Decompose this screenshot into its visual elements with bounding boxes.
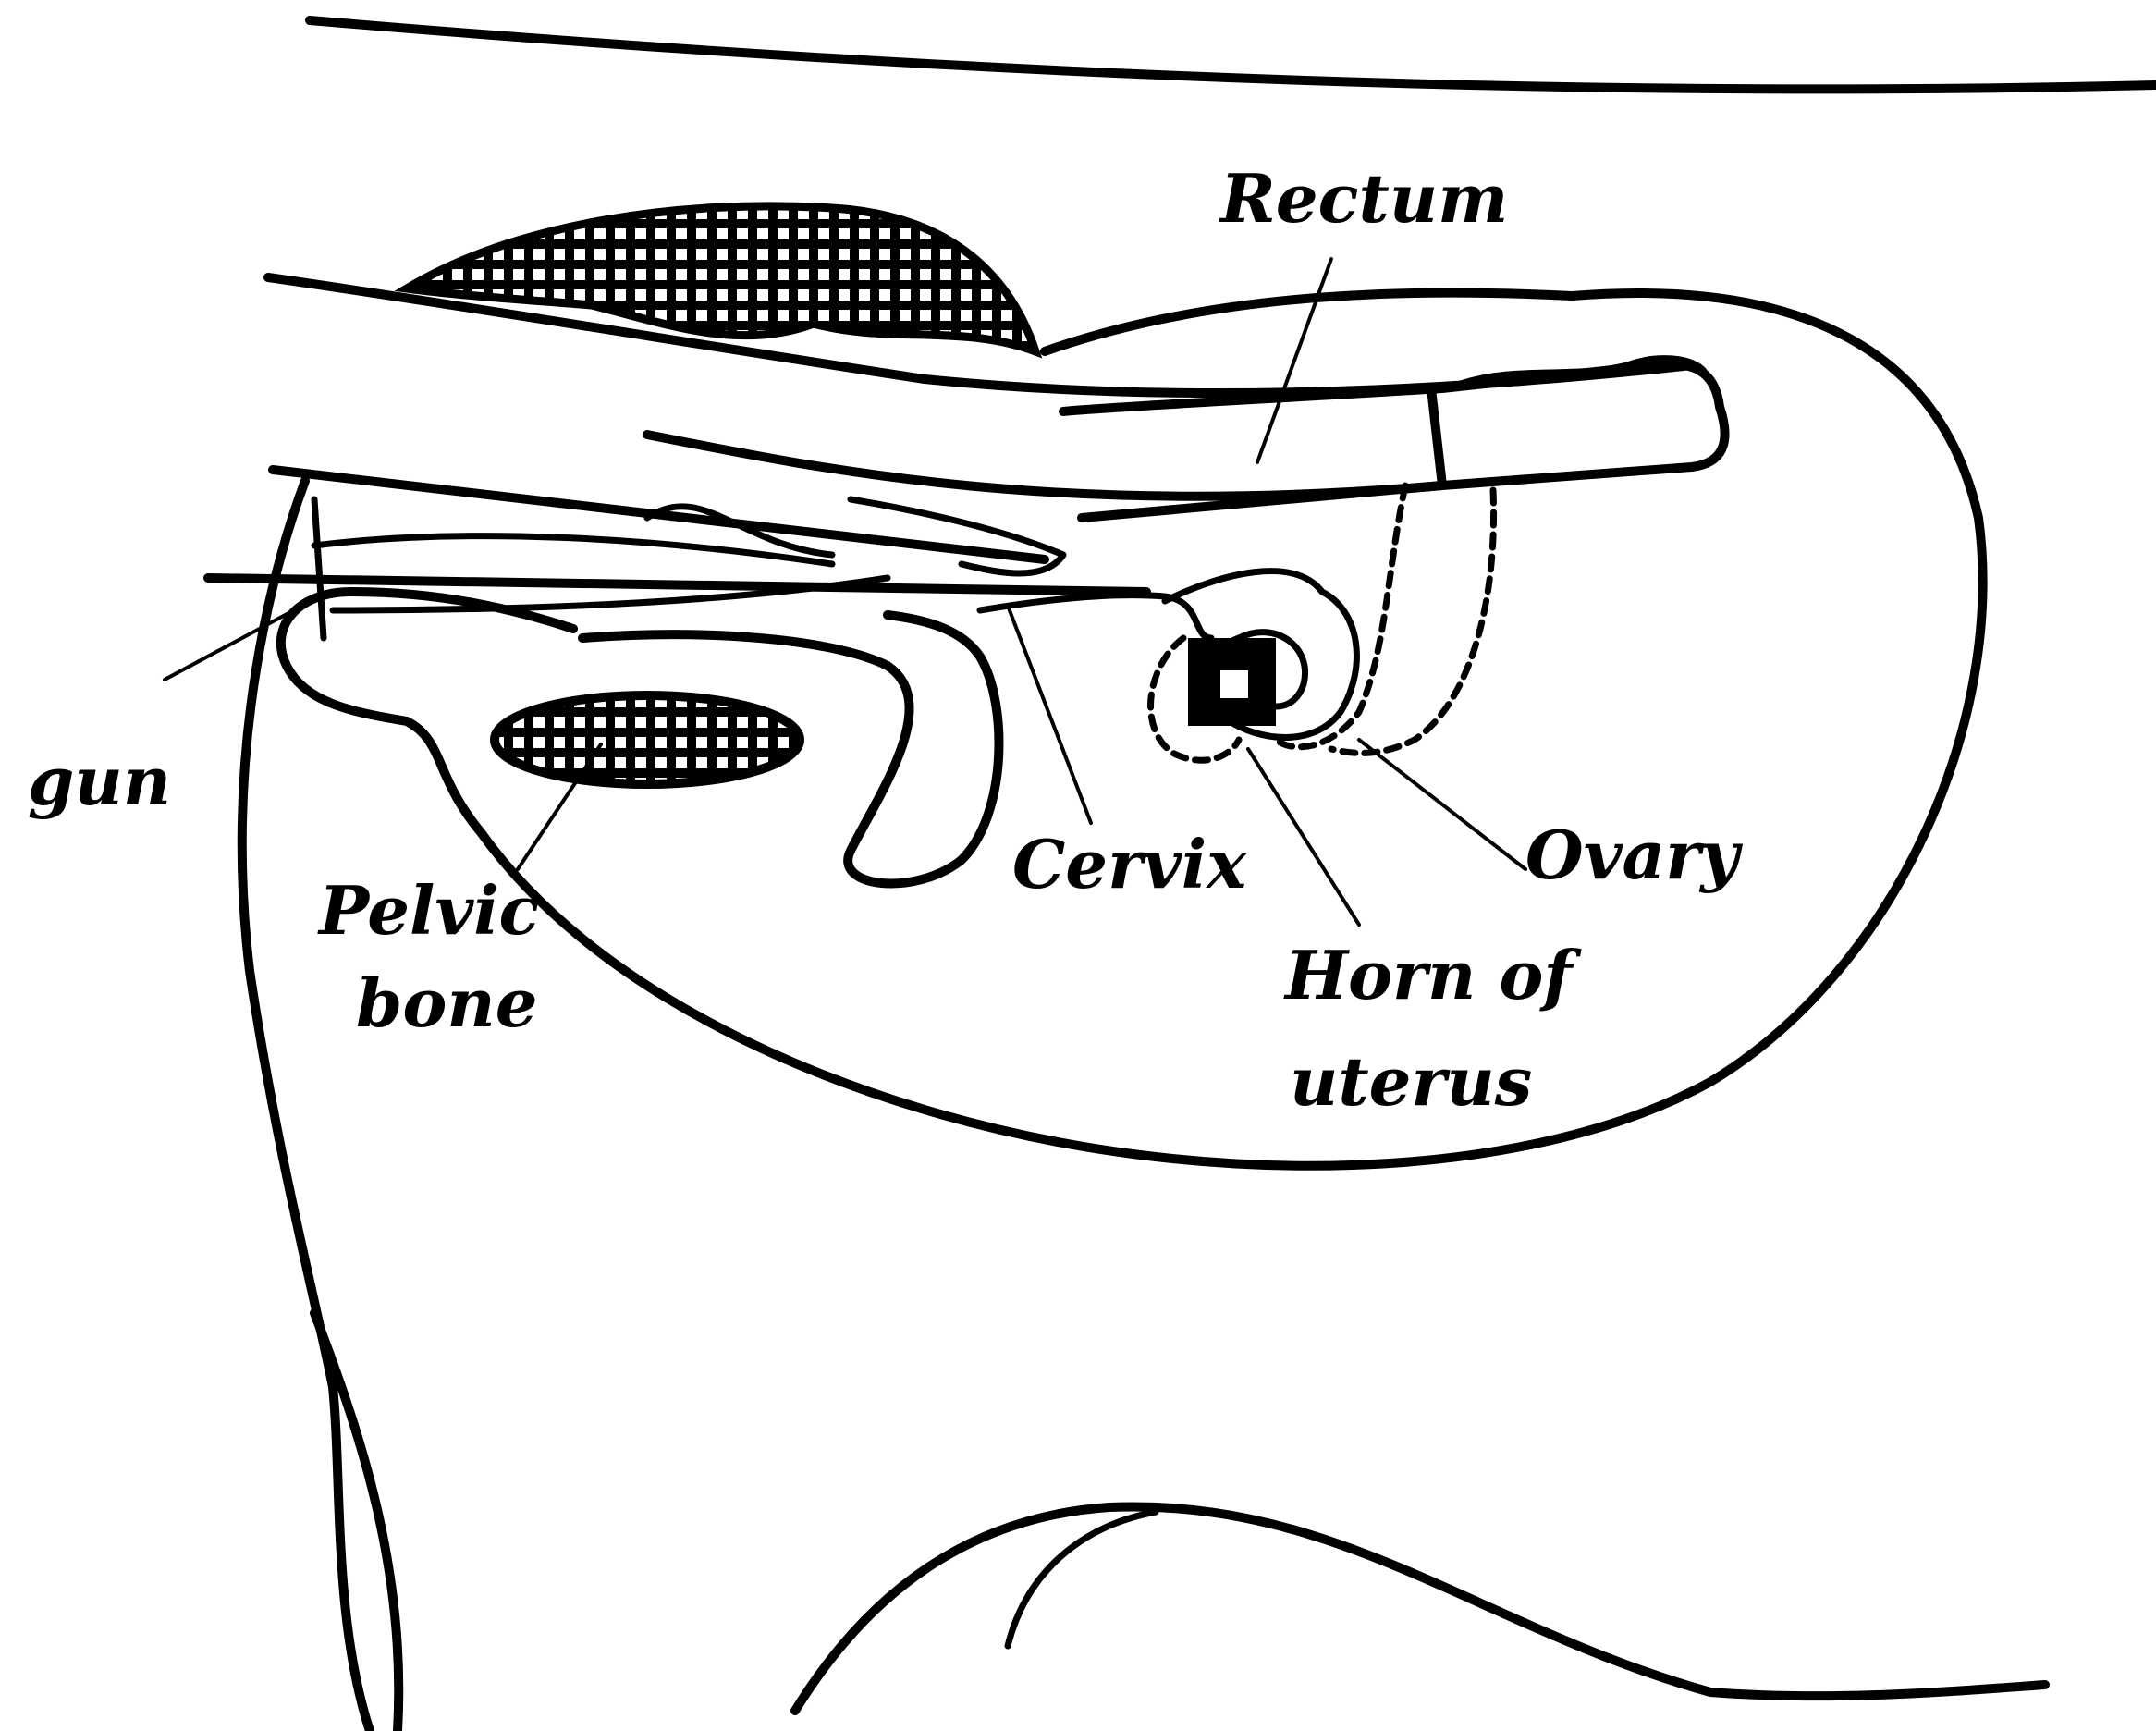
cervix-leader <box>1008 606 1091 823</box>
label-pelvic-line1: Pelvic <box>317 871 539 950</box>
label-gun: gun <box>28 742 171 820</box>
rectum-lower-wall <box>647 435 1442 497</box>
ovary-follicle <box>1220 670 1248 698</box>
belly-outline <box>795 1506 2045 1711</box>
label-horn-line2: uterus <box>1290 1042 1532 1121</box>
ovary-leader <box>1359 740 1525 869</box>
cervix-canal <box>980 595 1211 638</box>
hind-leg-outline <box>242 481 370 1731</box>
label-rectum: Rectum <box>1219 159 1508 238</box>
label-ovary: Ovary <box>1525 816 1743 894</box>
gun-sheath <box>314 499 888 638</box>
pelvic-bone-shape <box>495 695 800 784</box>
label-cervix: Cervix <box>1012 825 1247 903</box>
horn-leader <box>1248 749 1359 925</box>
label-horn-line1: Horn of <box>1283 936 1582 1014</box>
label-pelvic-line2: bone <box>356 964 538 1042</box>
arm-wrist-band <box>1431 388 1442 485</box>
gun-leader <box>165 592 328 680</box>
rectum-leader <box>1257 259 1331 462</box>
udder-fold <box>1008 1512 1156 1646</box>
sacrum-hatched <box>407 206 1035 351</box>
back-outline <box>310 20 2156 89</box>
